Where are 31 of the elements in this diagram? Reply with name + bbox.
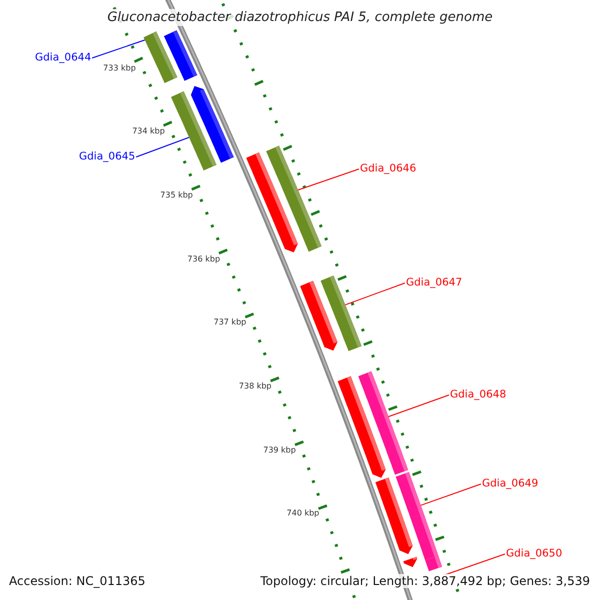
tick-label: 733 kbp xyxy=(103,64,136,74)
gene-label: Gdia_0650 xyxy=(506,548,562,560)
gene-block xyxy=(266,146,322,252)
leader-line xyxy=(92,40,146,58)
gene-label: Gdia_0648 xyxy=(450,388,506,402)
tick-label: 734 kbp xyxy=(132,128,165,137)
accession-text: Accession: NC_011365 xyxy=(8,574,146,588)
tick-label: 736 kbp xyxy=(187,255,220,264)
tick-label: 740 kbp xyxy=(286,510,320,519)
leader-line xyxy=(136,136,190,158)
genome-info-text: Topology: circular; Length: 3,887,492 bp; Genes: 3,539 xyxy=(259,574,591,588)
tick-label: 739 kbp xyxy=(263,446,296,456)
leader-line xyxy=(388,394,450,418)
gene-label: Gdia_0647 xyxy=(406,276,462,290)
gene-block xyxy=(320,276,362,352)
leader-line xyxy=(444,554,506,576)
leader-line xyxy=(344,282,406,306)
gene-label: Gdia_0645 xyxy=(79,150,136,164)
tick-label: 738 kbp xyxy=(238,382,272,392)
tick-label: 737 kbp xyxy=(214,318,246,328)
gene-block-pointed xyxy=(190,86,234,163)
leader-line xyxy=(420,484,482,506)
gene-block xyxy=(396,472,438,560)
gene-block xyxy=(358,371,408,475)
tick-label: 735 kbp xyxy=(160,192,193,200)
gene-label: Gdia_0649 xyxy=(482,478,538,490)
gene-block xyxy=(164,30,198,81)
gene-block xyxy=(425,556,442,572)
gene-block-pointed xyxy=(403,556,418,568)
gene-label: Gdia_0644 xyxy=(35,52,92,64)
gene-label: Gdia_0646 xyxy=(360,162,416,176)
